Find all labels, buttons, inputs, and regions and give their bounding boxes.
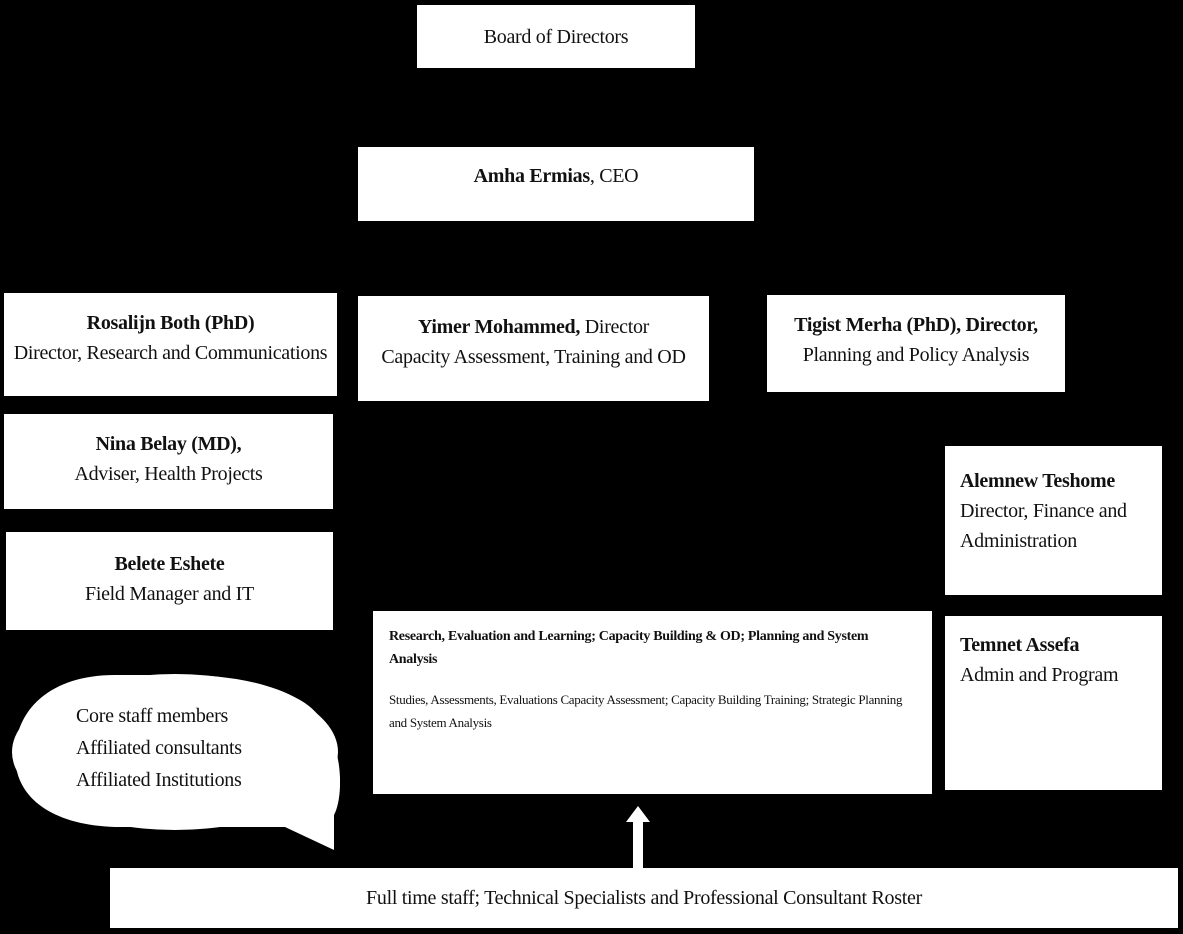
director-research-name: Rosalijn Both (PhD) xyxy=(86,312,255,334)
callout-line-institutions: Affiliated Institutions xyxy=(76,769,242,791)
callout-line-consultants: Affiliated consultants xyxy=(76,737,242,759)
finance-director-name: Alemnew Teshome xyxy=(960,470,1115,492)
footer-roster-box: Full time staff; Technical Specialists a… xyxy=(110,868,1178,928)
director-planning-box: Tigist Merha (PhD), Director, Planning a… xyxy=(767,295,1065,392)
field-manager-box: Belete Eshete Field Manager and IT xyxy=(6,532,333,630)
footer-roster-text: Full time staff; Technical Specialists a… xyxy=(366,887,922,909)
field-manager-name: Belete Eshete xyxy=(114,553,225,575)
admin-program-role: Admin and Program xyxy=(960,664,1119,686)
field-manager-role: Field Manager and IT xyxy=(85,583,254,605)
adviser-health-name: Nina Belay (MD), xyxy=(95,433,242,455)
core-services-heading: Research, Evaluation and Learning; Capac… xyxy=(389,629,869,668)
ceo-line: Amha Ermias, CEO xyxy=(474,161,639,191)
callout-line-core-staff: Core staff members xyxy=(76,705,228,727)
director-capacity-box: Yimer Mohammed, Director Capacity Assess… xyxy=(358,296,709,401)
admin-program-box: Temnet Assefa Admin and Program xyxy=(945,616,1162,790)
finance-director-role-line1: Director, Finance and xyxy=(960,500,1127,522)
adviser-health-box: Nina Belay (MD), Adviser, Health Project… xyxy=(4,414,333,509)
ceo-role: , CEO xyxy=(589,165,639,187)
finance-director-role-line2: Administration xyxy=(960,530,1077,552)
director-capacity-role: Capacity Assessment, Training and OD xyxy=(381,346,686,368)
director-planning-role: Planning and Policy Analysis xyxy=(802,344,1030,366)
speech-bubble-shape xyxy=(12,674,340,850)
director-capacity-name: Yimer Mohammed, xyxy=(417,316,581,338)
core-services-box: Research, Evaluation and Learning; Capac… xyxy=(373,611,932,794)
callout-text: Core staff members Affiliated consultant… xyxy=(76,700,242,796)
director-capacity-line: Yimer Mohammed, Director xyxy=(418,312,649,342)
finance-director-box: Alemnew Teshome Director, Finance and Ad… xyxy=(945,446,1162,595)
director-capacity-role-inline: Director xyxy=(580,316,650,338)
adviser-health-role: Adviser, Health Projects xyxy=(74,463,263,485)
board-of-directors-box: Board of Directors xyxy=(417,5,695,68)
board-title: Board of Directors xyxy=(483,25,629,48)
admin-program-name: Temnet Assefa xyxy=(960,634,1080,656)
core-services-body: Studies, Assessments, Evaluations Capaci… xyxy=(389,692,903,730)
up-arrow-icon xyxy=(626,806,650,868)
ceo-name: Amha Ermias xyxy=(473,165,590,187)
director-research-role: Director, Research and Communications xyxy=(13,342,328,364)
ceo-box: Amha Ermias, CEO xyxy=(358,147,754,221)
director-research-box: Rosalijn Both (PhD) Director, Research a… xyxy=(4,293,337,396)
director-planning-name: Tigist Merha (PhD), Director, xyxy=(794,314,1038,336)
